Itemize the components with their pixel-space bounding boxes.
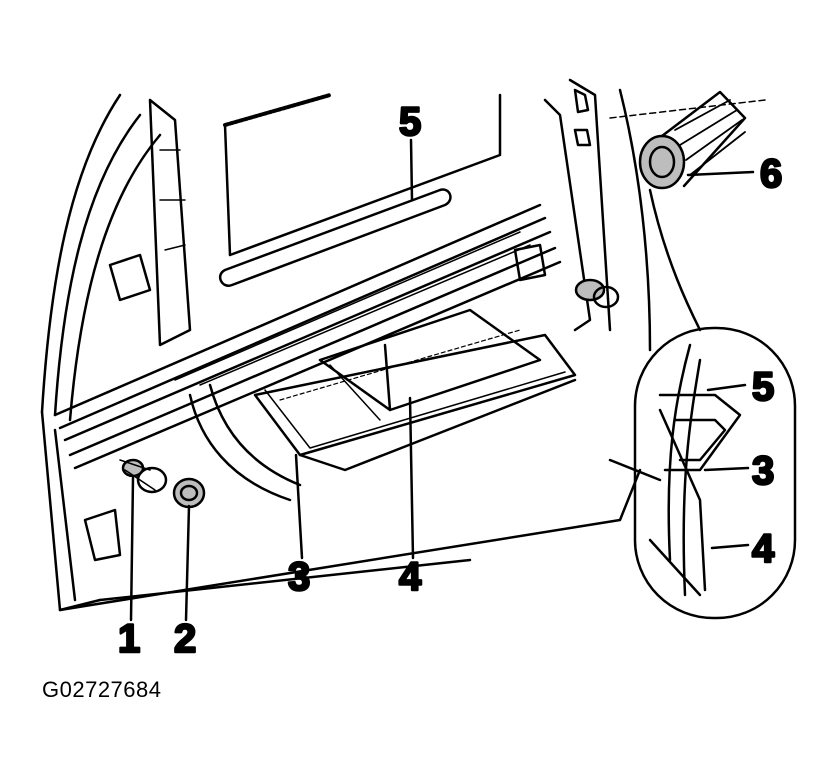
inset-callout-4: 4 <box>752 527 775 571</box>
leader-3 <box>294 453 304 560</box>
inset-leader-5 <box>706 383 747 392</box>
inset-callout-3: 3 <box>752 449 774 493</box>
callout-1: 1 <box>118 617 140 661</box>
step-trim <box>318 308 542 421</box>
inset-leader-3 <box>703 466 750 472</box>
leader-1 <box>129 476 135 622</box>
callout-3: 3 <box>288 555 310 599</box>
detail-inset <box>633 326 797 620</box>
leader-lines <box>129 138 755 622</box>
callout-5: 5 <box>399 100 421 144</box>
callout-4: 4 <box>399 555 422 599</box>
sill-rails <box>53 203 562 470</box>
leader-6 <box>686 170 755 177</box>
door-frame <box>40 93 642 612</box>
weatherstrip <box>218 188 452 287</box>
b-pillar <box>513 78 612 332</box>
screw <box>119 458 168 494</box>
leader-4 <box>408 396 415 560</box>
inset-callout-5: 5 <box>752 365 774 409</box>
leader-5 <box>409 138 414 202</box>
figure-id: G02727684 <box>42 677 162 702</box>
cap <box>172 477 206 509</box>
callout-2: 2 <box>174 617 196 661</box>
wheel-arch <box>188 383 302 502</box>
inset-leader-4 <box>710 543 750 550</box>
latch-fastener <box>574 278 620 309</box>
callout-6: 6 <box>760 152 782 196</box>
step-plate <box>253 329 577 472</box>
plug-grommet <box>609 90 766 190</box>
leader-2 <box>184 504 191 622</box>
window-outline <box>223 93 502 257</box>
